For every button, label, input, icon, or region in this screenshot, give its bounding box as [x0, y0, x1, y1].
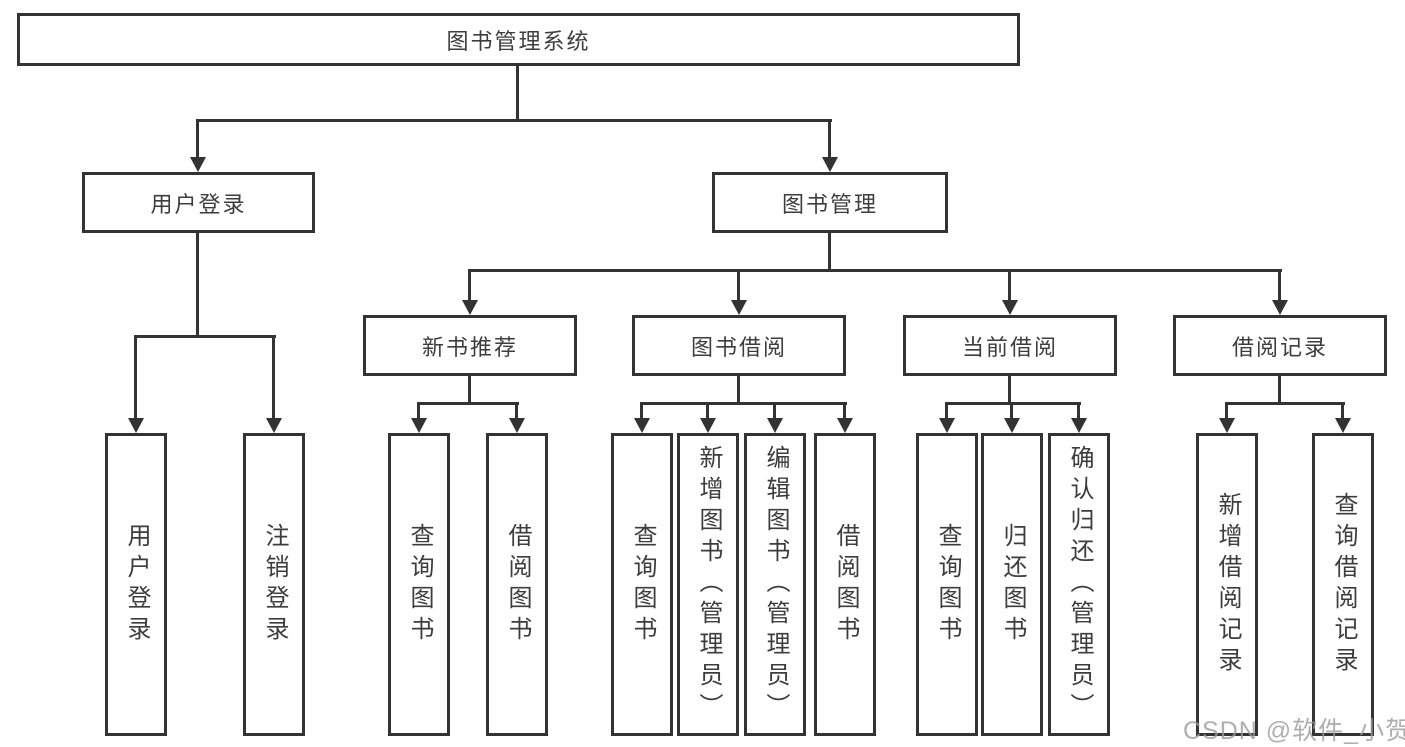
- connector-drop: [134, 335, 137, 420]
- arrowhead-down-icon: [190, 157, 206, 172]
- connector-drop: [737, 269, 740, 302]
- connector-drop: [417, 402, 420, 420]
- arrowhead-down-icon: [1002, 300, 1018, 315]
- connector-drop: [1225, 402, 1228, 420]
- arrowhead-down-icon: [731, 300, 747, 315]
- connector-login-branch: [134, 335, 276, 338]
- connector-root-stem: [516, 65, 519, 121]
- leaf-label: 注销登录: [261, 522, 288, 647]
- csdn-watermark: CSDN @软件_小贺同学: [1183, 717, 1405, 745]
- connector-branch: [640, 402, 847, 405]
- connector-stem: [1008, 376, 1011, 404]
- arrowhead-down-icon: [1004, 418, 1020, 433]
- node-current-borrowing: 当前借阅: [903, 315, 1117, 376]
- node-borrowing-records: 借阅记录: [1173, 315, 1387, 376]
- arrowhead-down-icon: [509, 418, 525, 433]
- arrowhead-down-icon: [1219, 418, 1235, 433]
- connector-mgmt-stem: [828, 233, 831, 271]
- connector-drop: [196, 119, 199, 159]
- connector-stem: [468, 376, 471, 404]
- arrowhead-down-icon: [1335, 418, 1351, 433]
- arrowhead-down-icon: [767, 418, 783, 433]
- connector-drop: [515, 402, 518, 420]
- leaf-query-books-recommend: 查询图书: [388, 433, 450, 736]
- leaf-add-borrow-record: 新增借阅记录: [1196, 433, 1258, 736]
- leaf-logout: 注销登录: [243, 433, 305, 736]
- connector-login-stem: [196, 233, 199, 335]
- connector-mgmt-branch: [468, 269, 1282, 272]
- leaf-query-books-current: 查询图书: [916, 433, 978, 736]
- leaf-label: 归还图书: [999, 522, 1026, 647]
- connector-drop: [272, 335, 275, 420]
- arrowhead-down-icon: [822, 157, 838, 172]
- connector-drop: [1341, 402, 1344, 420]
- leaf-edit-books-admin: 编辑图书（管理员）: [744, 433, 806, 736]
- arrowhead-down-icon: [462, 300, 478, 315]
- arrowhead-down-icon: [1071, 418, 1087, 433]
- connector-drop: [1010, 402, 1013, 420]
- connector-drop: [706, 402, 709, 420]
- node-user-login: 用户登录: [82, 172, 315, 233]
- arrowhead-down-icon: [1272, 300, 1288, 315]
- node-new-book-recommendation: 新书推荐: [363, 315, 577, 376]
- connector-root-branch: [196, 119, 832, 122]
- leaf-return-books: 归还图书: [981, 433, 1043, 736]
- arrowhead-down-icon: [700, 418, 716, 433]
- leaf-borrow-books-borrowing: 借阅图书: [814, 433, 876, 736]
- leaf-label: 查询借阅记录: [1330, 491, 1357, 678]
- node-book-management: 图书管理: [712, 172, 948, 233]
- node-library-management-system: 图书管理系统: [17, 13, 1020, 66]
- leaf-label: 用户登录: [123, 522, 150, 647]
- connector-branch: [1225, 402, 1345, 405]
- leaf-label: 借阅图书: [832, 522, 859, 647]
- connector-drop: [945, 402, 948, 420]
- leaf-label: 查询图书: [934, 522, 961, 647]
- connector-branch: [417, 402, 519, 405]
- connector-drop: [468, 269, 471, 302]
- connector-drop: [843, 402, 846, 420]
- leaf-label: 确认归还（管理员）: [1066, 445, 1093, 724]
- leaf-user-login: 用户登录: [105, 433, 167, 736]
- arrowhead-down-icon: [939, 418, 955, 433]
- arrowhead-down-icon: [411, 418, 427, 433]
- connector-drop: [828, 119, 831, 159]
- leaf-label: 新增借阅记录: [1214, 491, 1241, 678]
- leaf-label: 查询图书: [629, 522, 656, 647]
- arrowhead-down-icon: [837, 418, 853, 433]
- connector-drop: [640, 402, 643, 420]
- leaf-add-books-admin: 新增图书（管理员）: [677, 433, 739, 736]
- leaf-borrow-books-recommend: 借阅图书: [486, 433, 548, 736]
- connector-drop: [773, 402, 776, 420]
- arrowhead-down-icon: [634, 418, 650, 433]
- node-book-borrowing: 图书借阅: [632, 315, 846, 376]
- leaf-query-borrow-record: 查询借阅记录: [1312, 433, 1374, 736]
- leaf-label: 新增图书（管理员）: [695, 445, 722, 724]
- connector-drop: [1278, 269, 1281, 302]
- arrowhead-down-icon: [128, 418, 144, 433]
- arrowhead-down-icon: [266, 418, 282, 433]
- connector-drop: [1077, 402, 1080, 420]
- leaf-query-books-borrowing: 查询图书: [611, 433, 673, 736]
- leaf-label: 借阅图书: [504, 522, 531, 647]
- connector-stem: [1278, 376, 1281, 404]
- leaf-confirm-return-admin: 确认归还（管理员）: [1048, 433, 1110, 736]
- connector-drop: [1008, 269, 1011, 302]
- leaf-label: 查询图书: [406, 522, 433, 647]
- connector-stem: [737, 376, 740, 404]
- leaf-label: 编辑图书（管理员）: [762, 445, 789, 724]
- connector-branch: [945, 402, 1081, 405]
